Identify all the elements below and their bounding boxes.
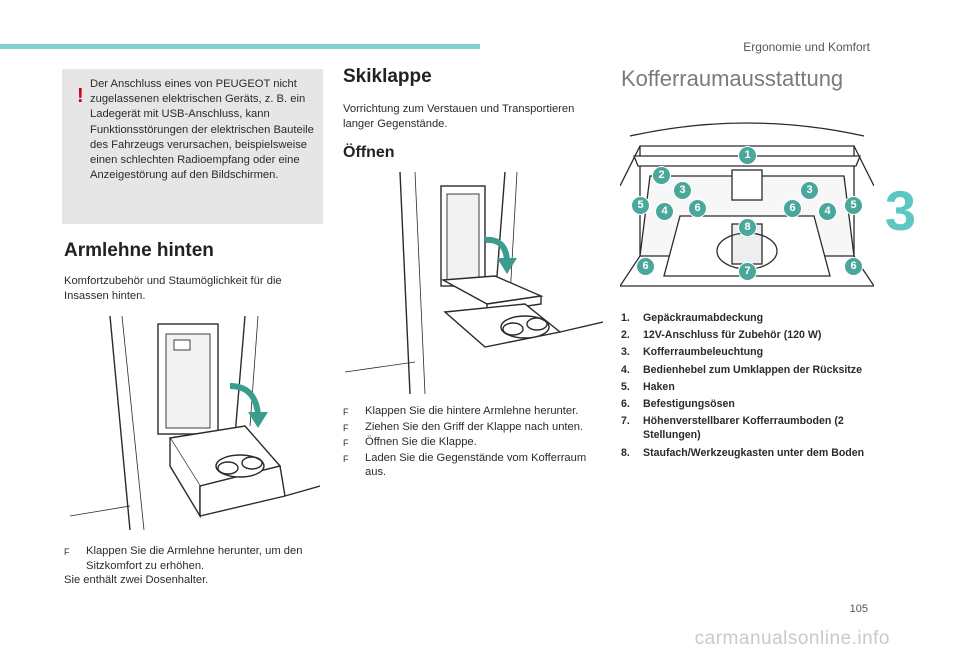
list-number: 7.: [621, 415, 630, 428]
armlehne-steps: F Klappen Sie die Armlehne herunter, um …: [64, 544, 324, 573]
step-item: F Klappen Sie die hintere Armlehne herun…: [343, 404, 605, 420]
skiklappe-steps: F Klappen Sie die hintere Armlehne herun…: [343, 404, 605, 480]
callout-5: 5: [844, 196, 863, 215]
step-text: Klappen Sie die hintere Armlehne herunte…: [365, 405, 579, 417]
list-item: 3. Kofferraumbeleuchtung: [621, 345, 871, 359]
callout-6: 6: [783, 199, 802, 218]
callout-6: 6: [636, 257, 655, 276]
list-text: Gepäckraumabdeckung: [643, 312, 764, 324]
list-text: Staufach/Werkzeugkasten unter dem Boden: [643, 446, 865, 459]
step-item: F Ziehen Sie den Griff der Klappe nach u…: [343, 420, 605, 436]
header-accent-bar: [0, 44, 480, 49]
list-item: 2. 12V-Anschluss für Zubehör (120 W): [621, 328, 871, 342]
callout-6: 6: [844, 257, 863, 276]
list-item: 6. Befestigungsösen: [621, 397, 871, 411]
list-item: 7. Höhenverstellbarer Kofferraumboden (2 …: [621, 414, 871, 442]
callout-1: 1: [738, 146, 757, 165]
list-text: Bedienhebel zum Umklappen der Rücksitze: [643, 363, 862, 376]
step-item: F Laden Sie die Gegenstände vom Kofferra…: [343, 451, 605, 480]
list-text: Befestigungsösen: [643, 398, 735, 411]
callout-6: 6: [688, 199, 707, 218]
armlehne-title: Armlehne hinten: [64, 240, 214, 261]
list-item: 1. Gepäckraumabdeckung: [621, 311, 871, 325]
skiklappe-title: Skiklappe: [343, 66, 432, 87]
bullet-icon: F: [343, 438, 349, 448]
bullet-icon: F: [343, 453, 349, 464]
step-text: Ziehen Sie den Griff der Klappe nach unt…: [365, 420, 584, 433]
skiklappe-intro: Vorrichtung zum Verstauen und Transporti…: [343, 103, 575, 130]
ski-hatch-illustration: [345, 172, 603, 394]
bullet-icon: F: [343, 407, 349, 417]
list-number: 6.: [621, 398, 630, 411]
callout-4: 4: [818, 202, 837, 221]
list-text: 12V-Anschluss für Zubehör (120 W): [643, 329, 822, 342]
list-number: 5.: [621, 380, 630, 393]
chapter-number: 3: [884, 179, 916, 242]
page-number: 105: [849, 603, 868, 615]
callout-3: 3: [800, 181, 819, 200]
kofferraum-list: 1. Gepäckraumabdeckung 2. 12V-Anschluss fü…: [621, 311, 871, 463]
step-text: Laden Sie die Gegenstände vom Kofferraum…: [365, 451, 587, 479]
callout-5: 5: [631, 196, 650, 215]
bullet-icon: F: [343, 422, 349, 433]
list-item: 5. Haken: [621, 380, 871, 394]
list-item: 4. Bedienhebel zum Umklappen der Rücksitz…: [621, 363, 871, 377]
step-item: F Klappen Sie die Armlehne herunter, um …: [64, 544, 324, 573]
list-text: Kofferraumbeleuchtung: [643, 346, 764, 359]
kofferraum-title: Kofferraumausstattung: [621, 66, 844, 91]
bullet-icon: F: [64, 547, 70, 557]
step-text: Öffnen Sie die Klappe.: [365, 436, 477, 448]
armlehne-intro: Komfortzubehör und Staumöglichkeit für d…: [64, 275, 282, 302]
armrest-illustration: [70, 316, 320, 530]
watermark: carmanualsonline.info: [694, 628, 890, 649]
list-number: 4.: [621, 363, 630, 376]
callout-4: 4: [655, 202, 674, 221]
callout-7: 7: [738, 262, 757, 281]
step-text: Klappen Sie die Armlehne herunter, um de…: [86, 545, 303, 572]
list-item: 8. Staufach/Werkzeugkasten unter dem Bode…: [621, 446, 871, 460]
warning-box: ! Der Anschluss eines von PEUGEOT nicht …: [62, 69, 323, 224]
list-text: Höhenverstellbarer Kofferraumboden (2 St…: [643, 415, 844, 442]
oeffnen-subtitle: Öffnen: [343, 144, 395, 161]
list-text: Haken: [643, 380, 675, 393]
trunk-illustration: [620, 122, 874, 287]
list-number: 1.: [621, 312, 630, 324]
callout-3: 3: [673, 181, 692, 200]
exclamation-icon: !: [77, 85, 84, 107]
callout-8: 8: [738, 218, 757, 237]
list-number: 3.: [621, 346, 630, 359]
section-title: Ergonomie und Komfort: [743, 40, 870, 54]
list-number: 2.: [621, 329, 630, 342]
step-item: F Öffnen Sie die Klappe.: [343, 435, 605, 451]
armlehne-note: Sie enthält zwei Dosenhalter.: [64, 574, 209, 586]
warning-text: Der Anschluss eines von PEUGEOT nicht zu…: [90, 78, 314, 182]
callout-2: 2: [652, 166, 671, 185]
list-number: 8.: [621, 446, 630, 459]
